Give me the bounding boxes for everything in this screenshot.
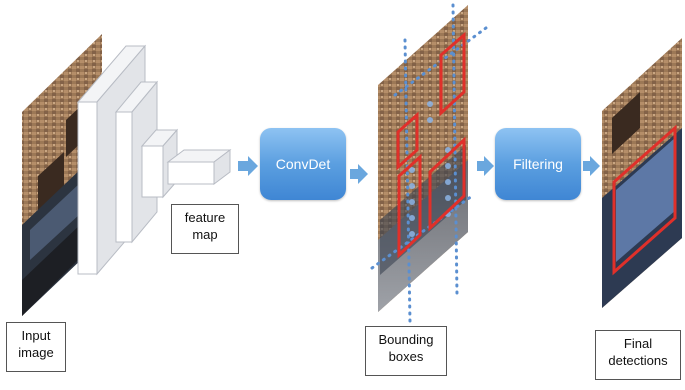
final-label-line1: Final xyxy=(623,336,653,351)
final-detections-image xyxy=(602,38,682,308)
anchor-points xyxy=(409,101,451,237)
arrow-right-icon xyxy=(350,164,368,184)
feature-map-label: feature map xyxy=(171,204,239,254)
filtering-label: Filtering xyxy=(513,156,563,172)
input-label-line2: image xyxy=(18,345,54,360)
bbox-label-line1: Bounding xyxy=(378,332,434,347)
bounding-boxes-label: Bounding boxes xyxy=(365,326,447,376)
cnn-layer-stack xyxy=(76,44,232,276)
bounding-box xyxy=(439,31,466,117)
bounding-box-set xyxy=(396,31,466,259)
filtering-block: Filtering xyxy=(495,128,581,200)
cnn-layer-2 xyxy=(114,80,159,244)
bounding-boxes-image xyxy=(370,3,492,324)
feature-label-line1: feature xyxy=(184,210,226,225)
final-detections-label: Final detections xyxy=(595,330,681,380)
detection-box xyxy=(612,124,677,276)
final-label-line2: detections xyxy=(608,353,668,368)
arrow-right-icon xyxy=(583,156,600,176)
input-label-line1: Input xyxy=(21,328,51,343)
flow-arrows xyxy=(238,156,600,184)
arrow-right-icon xyxy=(477,156,494,176)
bbox-label-line2: boxes xyxy=(388,349,424,364)
bounding-box xyxy=(396,111,419,171)
arrow-right-icon xyxy=(238,156,258,176)
dotted-grid-lines xyxy=(370,3,492,324)
cnn-layer-4-feature-map xyxy=(166,149,232,185)
bounding-box xyxy=(428,136,466,232)
convdet-block: ConvDet xyxy=(260,128,346,200)
input-image-label: Input image xyxy=(6,322,66,372)
convdet-label: ConvDet xyxy=(275,156,331,172)
feature-label-line2: map xyxy=(192,227,218,242)
bounding-box xyxy=(397,153,422,259)
